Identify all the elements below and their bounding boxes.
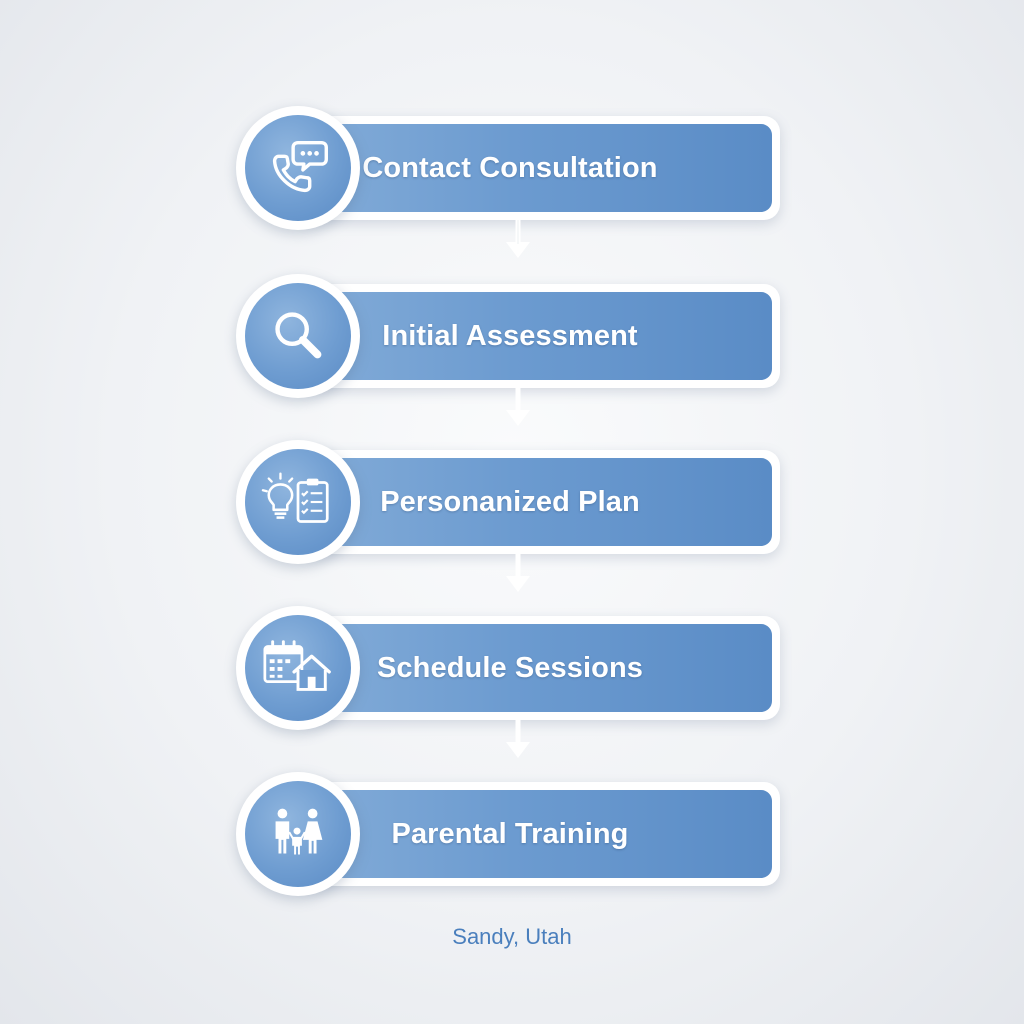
step-parental-training: Parental Training [236,772,780,896]
step-personalized-plan: Personanized Plan [236,440,780,564]
step-bar [296,616,780,720]
step-bar [296,450,780,554]
step-bar [296,116,780,220]
down-arrow-icon [506,554,530,592]
step-icon-badge [236,606,360,730]
step-icon-badge [236,772,360,896]
lightbulb-checklist-icon [261,472,329,523]
magnifier-icon [275,312,322,359]
down-arrow-icon [506,388,530,426]
step-schedule-sessions: Schedule Sessions [236,606,780,730]
step-bar [296,782,780,886]
step-label: Personanized Plan [380,485,640,518]
step-icon-badge [236,440,360,564]
calendar-house-icon [263,640,331,691]
step-icon-badge [236,274,360,398]
step-bar [296,284,780,388]
step-icon-badge [236,106,360,230]
family-icon [275,808,323,855]
phone-chat-icon [272,140,328,193]
step-label: Schedule Sessions [376,651,644,684]
down-arrow-icon [506,220,530,258]
step-initial-assessment: Initial Assessment [236,274,780,398]
step-contact-consultation: Contact Consultation [236,106,780,230]
step-label: Contact Consultation [362,151,658,184]
location-caption: Sandy, Utah [452,924,572,949]
step-label: Initial Assessment [382,319,638,352]
down-arrow-icon [506,720,530,758]
step-label: Parental Training [391,817,629,850]
